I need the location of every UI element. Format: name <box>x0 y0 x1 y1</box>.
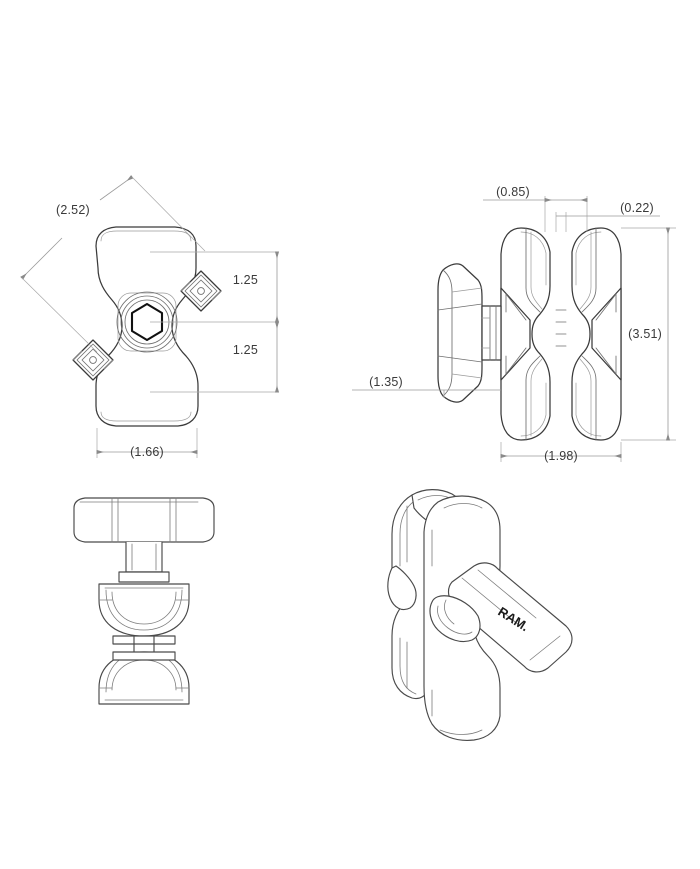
dimension-label-1-25-lower: 1.25 <box>233 343 258 357</box>
chevron-clamp-right <box>591 287 622 381</box>
dimension-1-66: (1.66) <box>96 428 198 459</box>
dimension-label-1-35: (1.35) <box>369 375 403 389</box>
dimension-label-2-52: (2.52) <box>56 203 90 217</box>
dimension-label-3-51: (3.51) <box>628 327 662 341</box>
dimension-1-25-pair: 1.25 1.25 <box>150 251 280 393</box>
tightening-knob <box>437 263 502 403</box>
dimension-0-22: (0.22) <box>555 201 660 232</box>
dimension-3-51: (3.51) <box>621 227 676 441</box>
knob-paddle-end-view <box>73 497 215 583</box>
dimension-label-0-85: (0.85) <box>496 185 530 199</box>
socket-cup-lower <box>98 651 190 705</box>
socket-cup-slots <box>525 227 597 441</box>
dimension-0-85: (0.85) <box>483 185 588 232</box>
center-pivot-gap <box>555 309 567 347</box>
center-hub-hex-socket <box>116 291 178 353</box>
dimension-label-1-66: (1.66) <box>130 445 164 459</box>
cup-neck <box>133 635 155 653</box>
dimension-label-1-25-upper: 1.25 <box>233 273 258 287</box>
arm-stub-upper-right <box>180 270 222 312</box>
dimension-label-1-98: (1.98) <box>544 449 578 463</box>
view-top-left: (2.52) 1.25 1.25 (1.66) <box>20 175 280 459</box>
view-bottom-right: RAM. <box>387 489 573 741</box>
dimension-label-0-22: (0.22) <box>620 201 654 215</box>
view-top-right: (0.85) (0.22) (3.51) <box>352 185 676 463</box>
dimension-1-98: (1.98) <box>500 442 622 463</box>
iso-tightening-knob: RAM. <box>429 562 573 673</box>
socket-cup-upper <box>98 583 190 645</box>
dimension-2-52: (2.52) <box>20 175 206 353</box>
dimension-1-35: (1.35) <box>352 375 501 398</box>
arm-stub-lower-left <box>72 339 114 381</box>
view-bottom-left <box>73 497 215 705</box>
